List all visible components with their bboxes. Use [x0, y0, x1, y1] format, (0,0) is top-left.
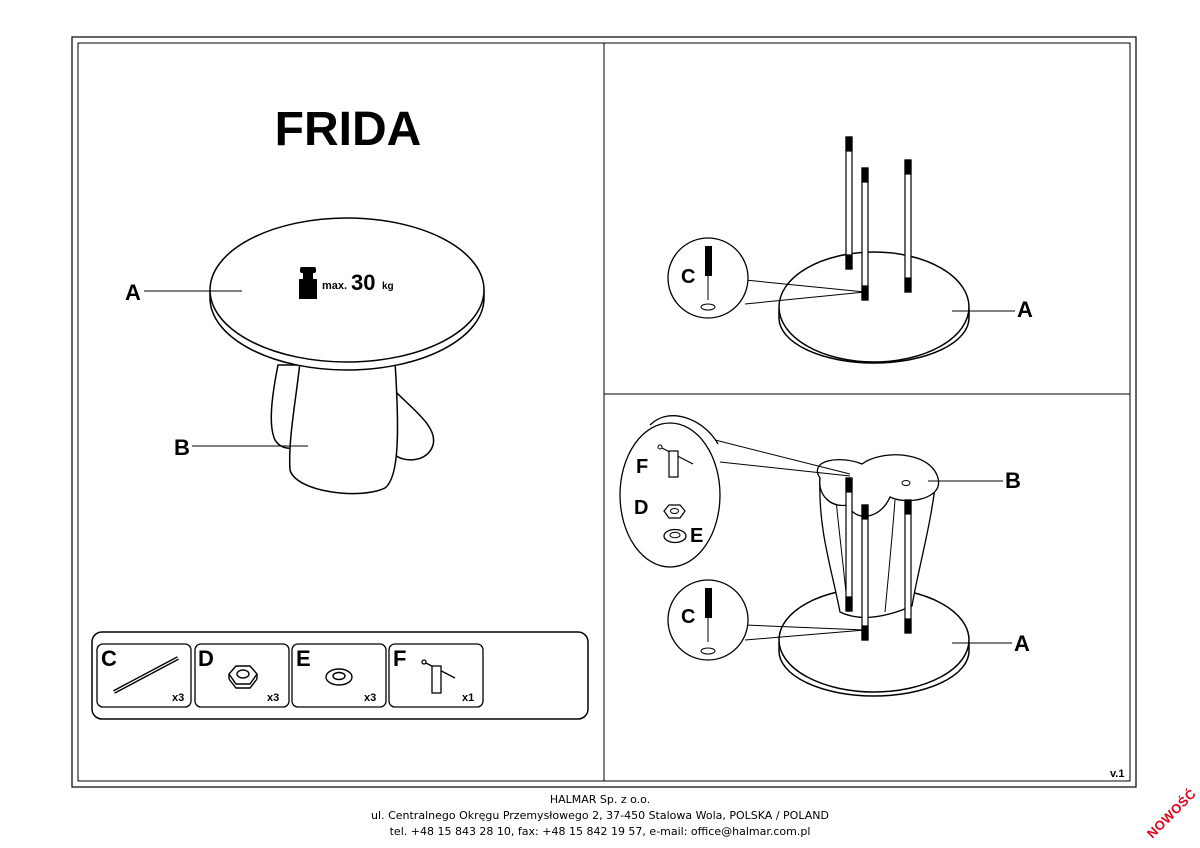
- step2-label-E: E: [690, 525, 703, 547]
- version-label: v.1: [1110, 768, 1124, 780]
- instruction-sheet: FRIDA max. 30 kg A B C D E F x3 x3 x3 x1: [71, 36, 1137, 788]
- hardware-letter-F: F: [393, 646, 406, 671]
- hardware-letter-C: C: [101, 646, 117, 671]
- base-disc-A: [778, 251, 970, 363]
- threaded-rod-icon: [113, 656, 179, 694]
- step2-label-C: C: [681, 606, 695, 628]
- footer: HALMAR Sp. z o.o. ul. Centralnego Okręgu…: [0, 792, 1200, 840]
- hardware-qty-F: x1: [462, 692, 474, 704]
- allen-key-icon: [421, 659, 456, 694]
- step2-label-B: B: [1005, 468, 1021, 493]
- step2-label-A: A: [1014, 631, 1030, 656]
- hardware-letter-D: D: [198, 646, 214, 671]
- threaded-rods: [845, 136, 912, 301]
- step-2-illustration: [619, 415, 970, 697]
- hardware-strip: C D E F x3 x3 x3 x1: [91, 631, 589, 720]
- leg-front: [288, 361, 399, 495]
- hardware-qty-D: x3: [267, 692, 279, 704]
- detail-bubble-FDE: [619, 422, 721, 568]
- hardware-letter-E: E: [296, 646, 311, 671]
- tabletop: [209, 217, 485, 363]
- hardware-box-F: [388, 643, 484, 708]
- hardware-box-E: [291, 643, 387, 708]
- label-A: A: [125, 280, 141, 305]
- hex-nut-icon: [228, 665, 258, 689]
- step2-label-D: D: [634, 497, 648, 519]
- detail-rod: [705, 246, 712, 276]
- washer-icon: [325, 668, 353, 686]
- step-1-illustration: [667, 136, 970, 364]
- hardware-box-D: [194, 643, 290, 708]
- hardware-qty-C: x3: [172, 692, 184, 704]
- hardware-panel: [91, 631, 589, 720]
- step1-label-A: A: [1017, 297, 1033, 322]
- rods-step-2: [845, 477, 912, 641]
- footer-company: HALMAR Sp. z o.o.: [549, 793, 651, 806]
- outer-frame: [71, 36, 1137, 788]
- load-value: 30: [351, 270, 375, 295]
- product-title: FRIDA: [275, 103, 422, 156]
- load-prefix: max.: [322, 280, 347, 292]
- step2-label-F: F: [636, 456, 648, 478]
- table-illustration: [209, 217, 485, 495]
- step1-label-C: C: [681, 266, 695, 288]
- hardware-box-C: [96, 643, 192, 708]
- hardware-qty-E: x3: [364, 692, 376, 704]
- footer-contact: tel. +48 15 843 28 10, fax: +48 15 842 1…: [389, 825, 811, 838]
- load-unit: kg: [382, 281, 394, 292]
- footer-address: ul. Centralnego Okręgu Przemysłowego 2, …: [371, 809, 829, 822]
- weight-icon: [299, 267, 317, 299]
- label-B: B: [174, 435, 190, 460]
